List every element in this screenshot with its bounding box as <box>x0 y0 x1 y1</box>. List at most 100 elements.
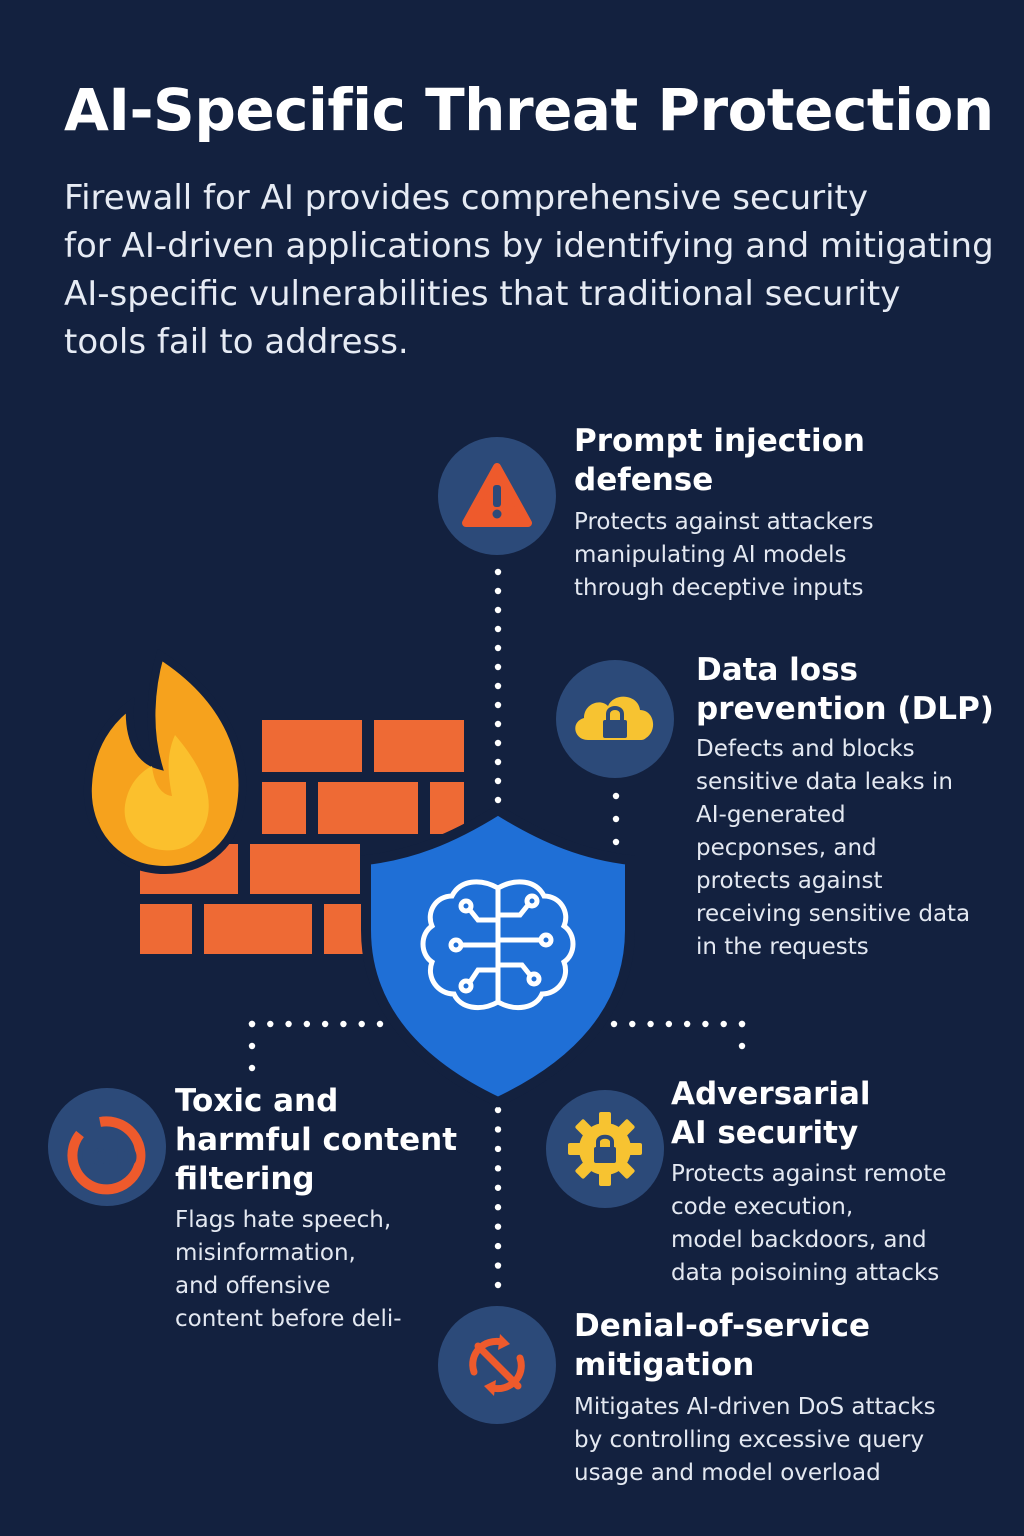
prompt-injection-description: Protects against attackers manipulating … <box>574 506 874 605</box>
brain-circuit-icon <box>420 879 576 1011</box>
connector-dot <box>647 1020 654 1028</box>
desc-line: receiving sensitive data <box>696 901 971 927</box>
connector-dot <box>494 663 502 671</box>
connector-dot <box>494 625 502 633</box>
desc-line: Defects and blocks <box>696 736 915 762</box>
title-line: Data loss <box>696 652 859 688</box>
connector-dot <box>494 1184 502 1191</box>
desc-line: model backdoors, and <box>671 1227 927 1253</box>
connector-dot <box>494 758 502 766</box>
connector-dot <box>494 1204 502 1211</box>
connector-dot <box>494 1126 502 1133</box>
title-line: Denial-of-service <box>574 1308 870 1344</box>
title-line: AI security <box>671 1115 859 1151</box>
connector-dot <box>683 1020 691 1028</box>
adversarial-icon-circle <box>546 1090 664 1208</box>
desc-line: through deceptive inputs <box>574 575 864 601</box>
dlp-description: Defects and blocks sensitive data leaks … <box>696 733 970 964</box>
prompt-injection-icon-circle <box>438 437 556 555</box>
connector-dot <box>494 1223 502 1230</box>
desc-line: Flags hate speech, <box>175 1207 392 1233</box>
binary-code-text: 1010 <box>76 1146 137 1171</box>
desc-line: sensitive data leaks in <box>696 769 953 795</box>
desc-line: code execution, <box>671 1194 854 1220</box>
gear-lock-icon <box>568 1112 642 1186</box>
connector-dot <box>494 1106 502 1114</box>
dos-icon-circle <box>438 1306 556 1424</box>
connector-dot <box>494 701 502 709</box>
dos-title: Denial-of-service mitigation <box>574 1307 870 1385</box>
desc-line: misinformation, <box>175 1240 356 1266</box>
connector-dot <box>702 1020 709 1028</box>
connector-dot <box>248 1020 256 1028</box>
desc-line: AI-generated <box>696 802 846 828</box>
connector-dot <box>494 682 502 690</box>
connector-dot <box>494 1145 502 1153</box>
toxic-content-title: Toxic and harmful content filtering <box>175 1082 457 1199</box>
connector-dot <box>248 1064 256 1072</box>
connector-dot <box>376 1020 384 1028</box>
title-line: harmful content <box>175 1122 458 1158</box>
connector-dot <box>494 1165 502 1172</box>
subtitle-line: AI-specific vulnerabilities that traditi… <box>64 274 901 314</box>
binary-code-icon: 1010 <box>67 1116 146 1195</box>
desc-line: Protects against remote <box>671 1161 947 1187</box>
prompt-injection-title: Prompt injection defense <box>574 422 865 500</box>
desc-line: Protects against attackers <box>574 509 874 535</box>
title-line: defense <box>574 462 714 498</box>
connector-dot <box>494 777 502 785</box>
adversarial-description: Protects against remote code execution, … <box>671 1158 946 1290</box>
connector-dot <box>267 1020 274 1028</box>
dlp-title: Data loss prevention (DLP) <box>696 651 994 729</box>
subtitle-line: Firewall for AI provides comprehensive s… <box>64 178 868 218</box>
connector-dot <box>612 838 620 846</box>
connector-dot <box>494 568 502 576</box>
title-line: filtering <box>175 1161 315 1197</box>
fire-icon <box>83 648 247 875</box>
connector-dot <box>303 1020 311 1028</box>
connector-dot <box>248 1042 256 1050</box>
toxic-content-description: Flags hate speech, misinformation, and o… <box>175 1204 402 1336</box>
connector-dot <box>612 792 620 800</box>
connector-dot <box>340 1020 347 1028</box>
desc-line: protects against <box>696 868 883 894</box>
desc-line: in the requests <box>696 934 869 960</box>
connector-dot <box>321 1020 329 1028</box>
dos-description: Mitigates AI-driven DoS attacks by contr… <box>574 1391 936 1490</box>
desc-line: content before deli- <box>175 1306 402 1332</box>
connector-dot <box>494 720 502 728</box>
connector-dot <box>358 1020 365 1028</box>
connector-dot <box>612 815 620 823</box>
connector-dot <box>665 1020 673 1028</box>
connector-dot <box>285 1020 292 1028</box>
desc-line: data poisoining attacks <box>671 1260 940 1286</box>
connector-dot <box>494 1242 502 1250</box>
adversarial-title: Adversarial AI security <box>671 1075 871 1153</box>
dlp-icon-circle <box>556 660 674 778</box>
connector-dot <box>494 739 502 747</box>
connector-dot <box>494 587 502 595</box>
title-line: mitigation <box>574 1347 755 1383</box>
page-title: AI-Specific Threat Protection <box>64 76 994 144</box>
desc-line: pecponses, and <box>696 835 877 861</box>
blocked-cycle-icon <box>469 1334 525 1396</box>
connector-dot <box>738 1042 746 1050</box>
desc-line: usage and model overload <box>574 1460 881 1486</box>
connector-dot <box>629 1020 636 1028</box>
connector-dot <box>494 796 502 804</box>
subtitle-line: for AI-driven applications by identifyin… <box>64 226 994 266</box>
subtitle-line: tools fail to address. <box>64 322 409 362</box>
desc-line: and offensive <box>175 1273 331 1299</box>
connector-dot <box>494 1281 502 1289</box>
warning-icon <box>462 463 532 527</box>
title-line: Prompt injection <box>574 423 865 459</box>
connector-dot <box>494 1262 502 1269</box>
connector-dot <box>720 1020 727 1028</box>
title-line: Toxic and <box>175 1083 339 1119</box>
page-subtitle: Firewall for AI provides comprehensive s… <box>64 174 1024 366</box>
connector-dot <box>494 644 502 652</box>
cloud-lock-icon <box>575 696 654 740</box>
connector-dot <box>494 606 502 614</box>
toxic-content-icon-circle: 1010 <box>48 1088 166 1206</box>
